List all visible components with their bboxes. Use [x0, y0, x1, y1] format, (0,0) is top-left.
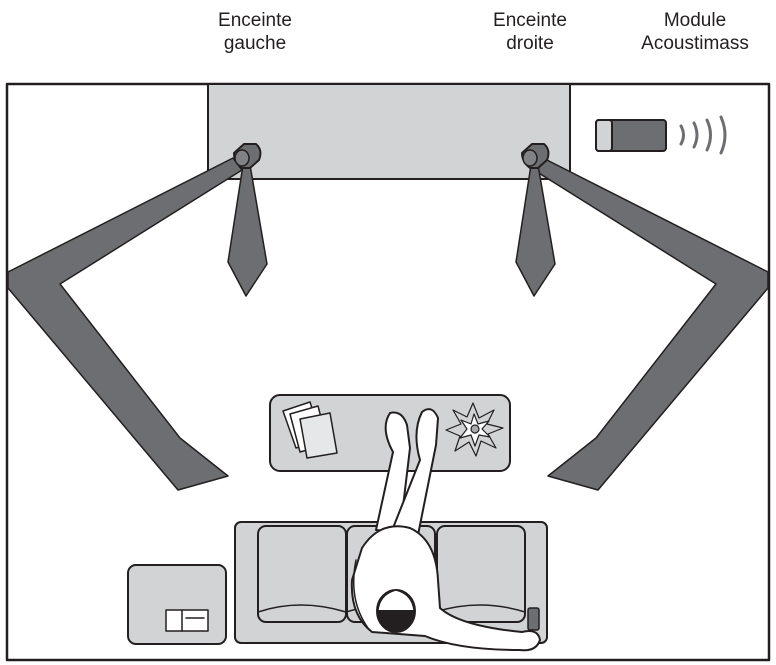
- acoustimass-label-line2: Acoustimass: [641, 33, 749, 54]
- acoustimass-module-label: Module Acoustimass: [615, 9, 775, 55]
- left-speaker-label-line1: Enceinte: [218, 10, 292, 31]
- left-speaker-icon: [233, 143, 262, 169]
- right-speaker-label-line1: Enceinte: [493, 10, 567, 31]
- left-speaker-label-line2: gauche: [223, 33, 287, 54]
- right-speaker-icon: [521, 143, 550, 169]
- left-speaker-label: Enceinte gauche: [190, 9, 320, 55]
- acoustimass-module-icon: [595, 119, 667, 152]
- tv-cabinet: [127, 564, 227, 645]
- right-speaker-label: Enceinte droite: [465, 9, 595, 55]
- acoustimass-label-line1: Module: [663, 10, 727, 31]
- person-figure: [350, 408, 541, 652]
- cabinet-device-icon: [165, 609, 209, 632]
- right-speaker-label-line2: droite: [506, 33, 554, 54]
- plant-icon: [445, 402, 504, 457]
- remote-icon: [527, 607, 540, 631]
- sound-wave-icon: [679, 115, 727, 155]
- right-reflection-beam: [533, 157, 769, 491]
- left-reflection-beam: [7, 157, 243, 491]
- books-icon: [282, 401, 338, 459]
- front-wall-area: [207, 83, 571, 180]
